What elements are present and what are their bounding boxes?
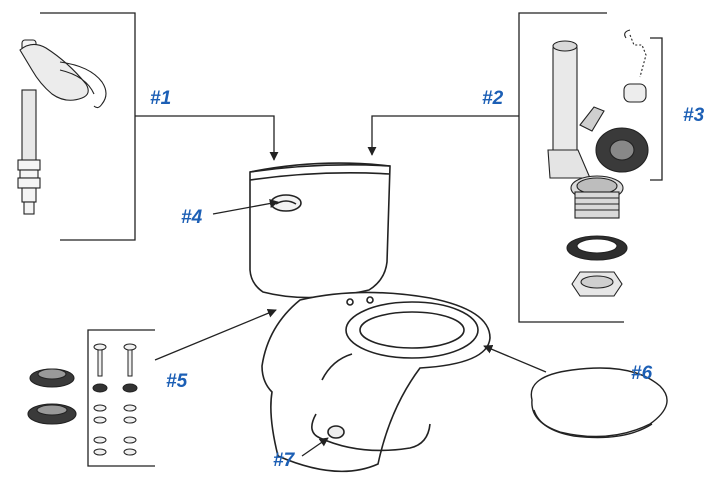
flapper-illustration — [595, 29, 649, 173]
fill-valve-illustration — [17, 39, 107, 215]
bolt-cap-leader — [301, 437, 329, 457]
trip-lever-leader — [212, 199, 279, 215]
bolt-cap — [327, 425, 345, 439]
hardware-box — [87, 329, 155, 467]
flapper-bracket — [650, 37, 663, 181]
flush-valve-nut — [571, 271, 623, 297]
fill-valve-leader — [135, 115, 279, 161]
callout-trip-lever: #4 — [181, 207, 203, 228]
fill-valve-bracket — [40, 12, 136, 241]
toilet-illustration — [249, 162, 491, 473]
flush-valve-leader — [367, 115, 519, 156]
seat-leader — [483, 344, 547, 373]
toilet-tank — [249, 162, 391, 299]
callout-flapper: #3 — [683, 105, 705, 126]
callout-flush-valve: #2 — [482, 88, 504, 109]
hardware-leader — [154, 308, 277, 361]
flush-valve-illustration — [547, 40, 624, 219]
callout-fill-valve: #1 — [150, 88, 172, 109]
wax-ring-illustration — [27, 368, 77, 425]
callout-bolt-caps: #7 — [273, 450, 295, 471]
callout-hardware: #5 — [166, 371, 188, 392]
flush-valve-bracket — [518, 12, 624, 323]
callout-seat: #6 — [631, 363, 653, 384]
closet-bolts-illustration — [92, 343, 138, 456]
seat-illustration — [530, 367, 668, 439]
flush-valve-washer — [566, 235, 628, 261]
